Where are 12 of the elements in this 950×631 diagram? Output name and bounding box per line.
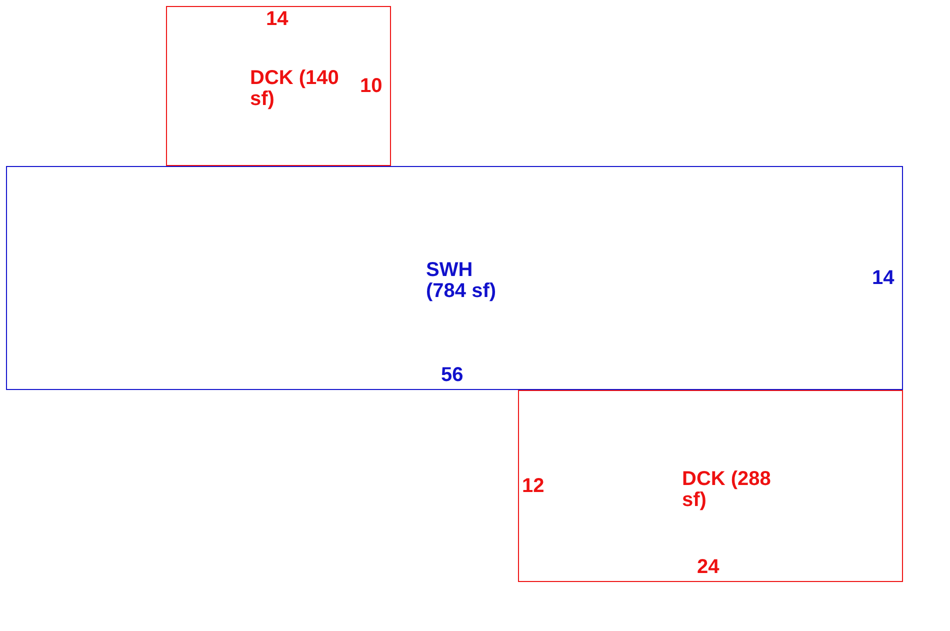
dimension-label: 24 (697, 556, 720, 578)
plan-area-outline (166, 6, 391, 166)
area-label: DCK (288 sf) (682, 469, 772, 511)
dimension-label: 12 (522, 475, 544, 497)
plan-area-outline (518, 390, 903, 582)
area-label: SWH (784 sf) (426, 260, 498, 302)
dimension-label: 56 (441, 364, 464, 386)
area-label: DCK (140 sf) (250, 68, 340, 110)
dimension-label: 14 (266, 8, 288, 30)
dimension-label: 10 (360, 75, 382, 97)
plan-area-outline (6, 166, 903, 390)
dimension-label: 14 (872, 267, 894, 289)
